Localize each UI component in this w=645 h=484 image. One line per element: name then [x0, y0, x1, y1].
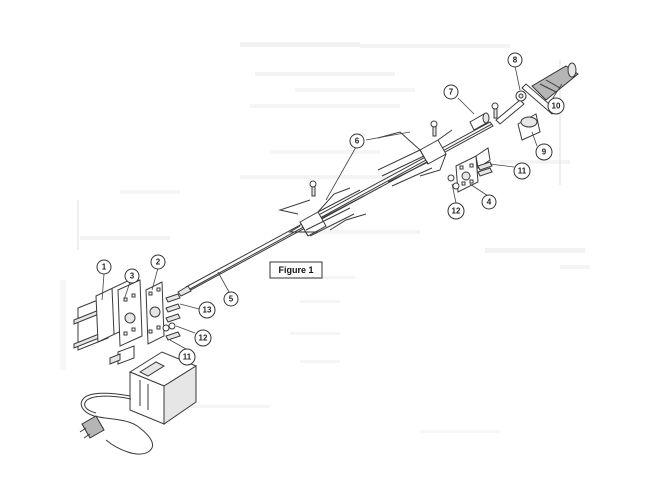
right-bracket	[447, 147, 493, 193]
callout-2: 2	[150, 254, 166, 270]
callout-12-left: 12	[194, 329, 212, 347]
figure-label-box: Figure 1	[269, 261, 323, 279]
callout-12-left-number: 12	[199, 334, 208, 343]
spit-fork-lower	[278, 180, 367, 237]
callout-leaders	[101, 65, 563, 350]
callout-7-number: 7	[449, 88, 454, 97]
callout-9: 9	[535, 143, 553, 161]
spit-fork-upper	[377, 120, 453, 187]
callout-6: 6	[349, 133, 365, 149]
callout-3: 3	[124, 268, 140, 284]
callout-4-number: 4	[487, 198, 492, 207]
callout-8: 8	[507, 52, 523, 68]
figure-label: Figure 1	[278, 265, 313, 275]
callout-12-right-number: 12	[452, 207, 461, 216]
callout-10: 10	[547, 97, 565, 115]
callout-4: 4	[481, 194, 497, 210]
handle-assembly	[495, 62, 579, 141]
callout-1-number: 1	[102, 263, 107, 272]
callout-5-number: 5	[229, 295, 234, 304]
callout-11-left: 11	[178, 348, 196, 366]
callout-11-right: 11	[513, 162, 531, 180]
rotisserie-motor	[109, 345, 198, 425]
power-cord	[79, 392, 153, 455]
callout-13: 13	[198, 301, 216, 319]
spit-rod	[177, 121, 494, 297]
callout-6-number: 6	[355, 137, 360, 146]
callout-3-number: 3	[130, 272, 135, 281]
callout-10-number: 10	[552, 102, 561, 111]
callout-9-number: 9	[542, 148, 547, 157]
callout-1: 1	[96, 259, 112, 275]
collar	[469, 102, 499, 131]
callout-8-number: 8	[513, 56, 518, 65]
callout-5: 5	[223, 291, 239, 307]
callout-2-number: 2	[156, 258, 161, 267]
callout-13-number: 13	[203, 306, 212, 315]
callout-12-right: 12	[447, 202, 465, 220]
left-mount-bracket	[73, 275, 181, 351]
callout-11-left-number: 11	[183, 353, 192, 362]
background-ghost-text	[60, 42, 590, 433]
callout-7: 7	[443, 84, 459, 100]
callout-11-right-number: 11	[518, 167, 527, 176]
